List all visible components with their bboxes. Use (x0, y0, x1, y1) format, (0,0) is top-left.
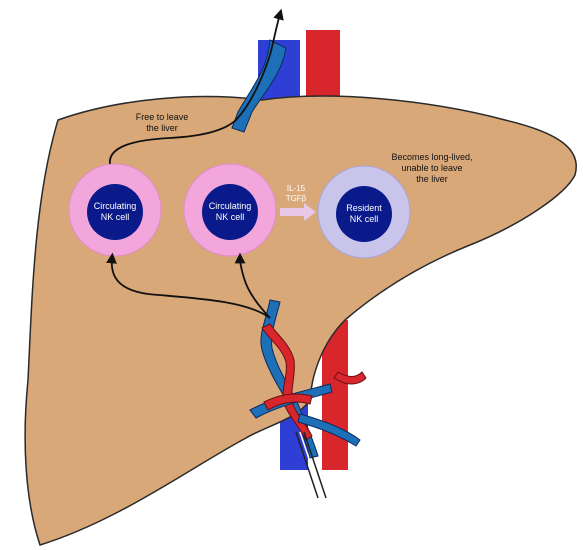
resident-nk-cell: Resident NK cell (318, 166, 410, 258)
cytokine-tgfb: TGFβ (286, 194, 307, 203)
label-long-lived-3: the liver (416, 174, 448, 184)
label-long-lived-2: unable to leave (401, 163, 462, 173)
cell-label-line1: Circulating (94, 201, 137, 211)
liver-shape (25, 96, 576, 545)
cell-label-line2: NK cell (101, 212, 130, 222)
cell-label-line2: NK cell (216, 212, 245, 222)
label-free-to-leave: Free to leave (136, 112, 189, 122)
aorta-upper (306, 30, 340, 100)
label-long-lived: Becomes long-lived, (391, 152, 472, 162)
cell-label-line1: Resident (346, 203, 382, 213)
cytokine-il15: IL-15 (287, 184, 306, 193)
cell-label-line2: NK cell (350, 214, 379, 224)
label-free-to-leave-2: the liver (146, 123, 178, 133)
circulating-nk-cell-1: Circulating NK cell (69, 164, 161, 256)
circulating-nk-cell-2: Circulating NK cell (184, 164, 276, 256)
cell-label-line1: Circulating (209, 201, 252, 211)
